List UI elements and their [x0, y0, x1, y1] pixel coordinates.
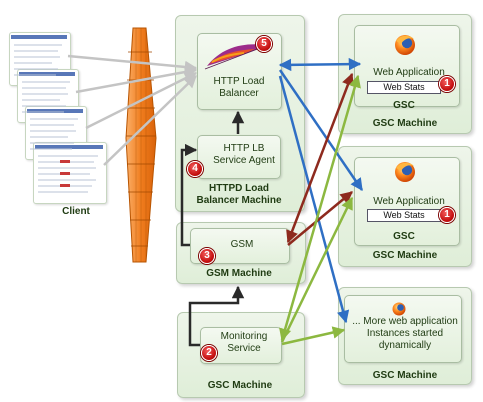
- firefox-icon: [395, 35, 415, 55]
- client-label: Client: [62, 206, 90, 217]
- gsc-top-label: GSC: [393, 100, 415, 111]
- gsc-top-stats: Web Stats: [367, 81, 441, 94]
- gsm-title: GSM: [230, 239, 254, 250]
- gsc-mid-label: GSC: [393, 231, 415, 242]
- firewall-icon: [125, 27, 157, 263]
- gsc-more-text: ... More web application Instances start…: [352, 316, 458, 351]
- lb-agent-title: HTTP LB Service Agent: [213, 143, 275, 166]
- gsm-box: [190, 228, 290, 264]
- control-connectors: [180, 110, 245, 347]
- gsc-top-machine-label: GSC Machine: [372, 118, 438, 129]
- firefox-icon: [395, 162, 415, 182]
- monitoring-connectors: [279, 74, 361, 346]
- badge-4: 4: [187, 161, 203, 177]
- gsc-bottom-machine-label: GSC Machine: [372, 370, 438, 381]
- lb-agent-box: [197, 135, 281, 179]
- badge-5: 5: [256, 36, 272, 52]
- monitoring-title: Monitoring Service: [220, 331, 268, 354]
- gsm-machine-label: GSM Machine: [206, 268, 272, 279]
- badge-1-mid: 1: [439, 207, 455, 223]
- gsc-mid-stats: Web Stats: [367, 209, 441, 222]
- client-connectors: [67, 54, 198, 166]
- badge-3: 3: [199, 248, 215, 264]
- firefox-icon: [392, 302, 406, 316]
- monitoring-machine-label: GSC Machine: [207, 380, 273, 391]
- load-balancer-title: HTTP Load Balancer: [213, 76, 265, 99]
- gsc-mid-app: Web Application: [373, 196, 445, 207]
- gsc-top-app: Web Application: [373, 67, 445, 78]
- httpd-machine-label: HTTPD Load Balancer Machine: [196, 183, 282, 206]
- badge-2: 2: [201, 345, 217, 361]
- badge-1-top: 1: [439, 76, 455, 92]
- gsc-mid-machine-label: GSC Machine: [372, 250, 438, 261]
